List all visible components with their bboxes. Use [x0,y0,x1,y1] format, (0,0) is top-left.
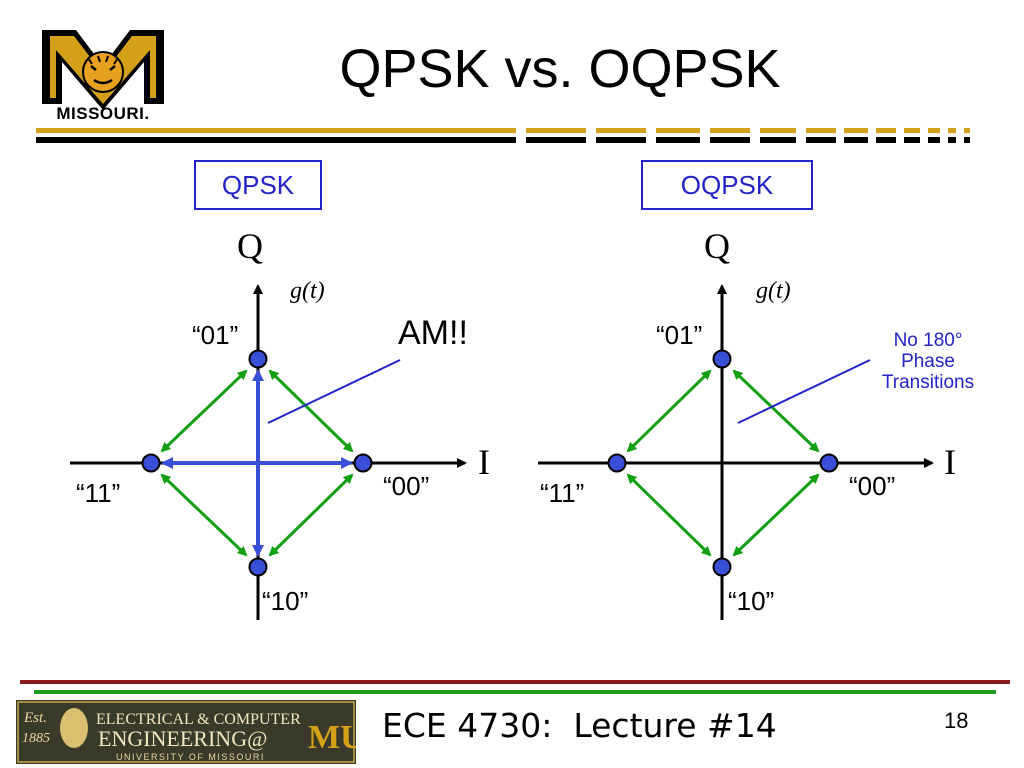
oqpsk-annotation-line-1: No 180° [893,330,963,351]
oqpsk-q-label: Q [704,226,730,266]
header-band [36,128,970,143]
qpsk-symbol-11: “11” [76,478,120,508]
oqpsk-transition-top-left [626,369,712,453]
oqpsk-symbol-00: “00” [849,471,895,501]
footer-logo-line2: ENGINEERING@ [98,726,267,751]
oqpsk-transition-bottom-left [626,473,712,557]
oqpsk-transition-bottom-right [732,473,820,557]
qpsk-transition-top-right [268,369,354,453]
footer-logo-est: Est. [23,710,47,726]
oqpsk-annotation-line-3: Transitions [881,372,975,393]
ece-footer-logo: Est. 1885 ELECTRICAL & COMPUTER ENGINEER… [16,700,356,764]
footer-logo-line3: UNIVERSITY OF MISSOURI [116,752,265,762]
qpsk-transition-bottom-left [160,473,248,557]
footer-band [20,680,1010,694]
oqpsk-diagram: Q I g(t) “01” “11” “00” “10” [538,226,956,620]
oqpsk-gt-label: g(t) [756,278,791,304]
oqpsk-point-00 [819,453,839,473]
qpsk-q-label: Q [237,226,263,266]
qpsk-symbol-00: “00” [383,471,429,501]
qpsk-label-box: QPSK [194,160,322,210]
footer-logo-line1: ELECTRICAL & COMPUTER [96,711,301,728]
qpsk-point-00 [353,453,373,473]
oqpsk-point-01 [712,349,732,369]
oqpsk-symbol-01: “01” [656,320,702,350]
qpsk-symbol-10: “10” [262,586,308,616]
footer-logo-year: 1885 [22,731,50,746]
footer-logo-mu: MU [308,719,356,756]
oqpsk-i-label: I [944,442,956,482]
qpsk-point-10 [248,557,268,577]
qpsk-annotation-pointer [267,359,401,424]
oqpsk-symbol-10: “10” [728,586,774,616]
logo-wordmark: MISSOURI. [56,104,150,123]
oqpsk-annotation-line-2: Phase [901,351,955,372]
column-icon [60,708,88,748]
qpsk-transition-bottom-right [268,473,354,557]
oqpsk-symbol-11: “11” [540,478,584,508]
tiger-icon [82,51,124,93]
qpsk-gt-label: g(t) [290,278,325,304]
slide-title: QPSK vs. OQPSK [339,39,781,99]
oqpsk-transition-top-right [732,369,820,453]
qpsk-point-11 [141,453,161,473]
qpsk-diagram: Q I g(t) “01” “11” “00” “10” AM!! [70,226,490,620]
oqpsk-annotation-pointer [737,359,871,424]
qpsk-transition-top-left [160,369,248,453]
oqpsk-annotation: No 180° Phase Transitions [858,330,998,393]
footer-lecture: ECE 4730: Lecture #14 [382,706,777,745]
oqpsk-label-box: OQPSK [641,160,813,210]
qpsk-am-annotation: AM!! [398,314,468,352]
constellation-diagrams: Q I g(t) “01” “11” “00” “10” AM!! Q I g(… [70,226,956,620]
qpsk-point-01 [248,349,268,369]
university-logo [42,30,164,110]
oqpsk-point-10 [712,557,732,577]
oqpsk-point-11 [607,453,627,473]
qpsk-symbol-01: “01” [192,320,238,350]
qpsk-i-label: I [478,442,490,482]
page-number: 18 [944,708,969,733]
